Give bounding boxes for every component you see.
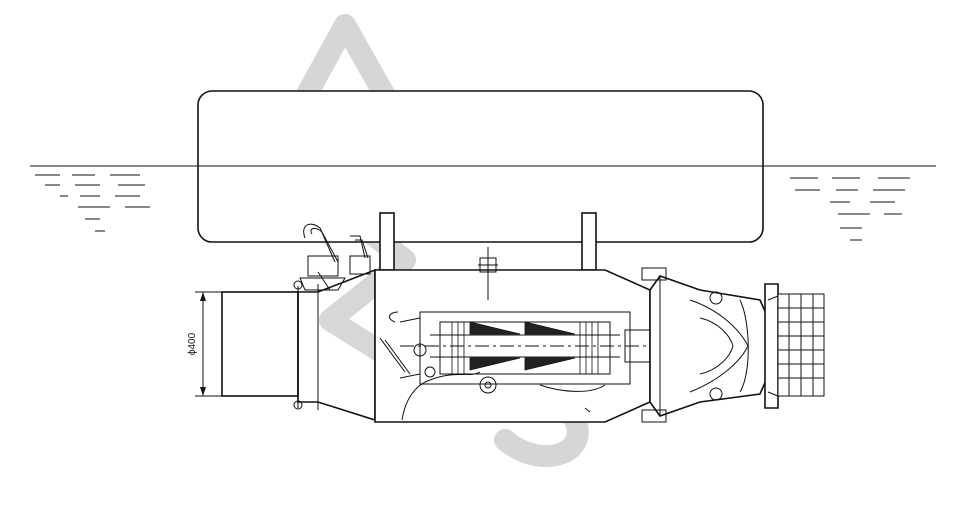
water-ripples-right [790, 177, 910, 241]
inlet-strainer [777, 293, 825, 397]
pump-casing [641, 267, 769, 423]
vent-valves [299, 223, 371, 291]
diameter-label: ϕ400 [187, 332, 198, 355]
water-ripples-left [35, 174, 150, 232]
inlet-flange [764, 283, 779, 409]
lifting-eye [478, 247, 498, 300]
outlet-diameter-dimension: ϕ400 [187, 291, 222, 397]
stator-windings [451, 321, 599, 374]
